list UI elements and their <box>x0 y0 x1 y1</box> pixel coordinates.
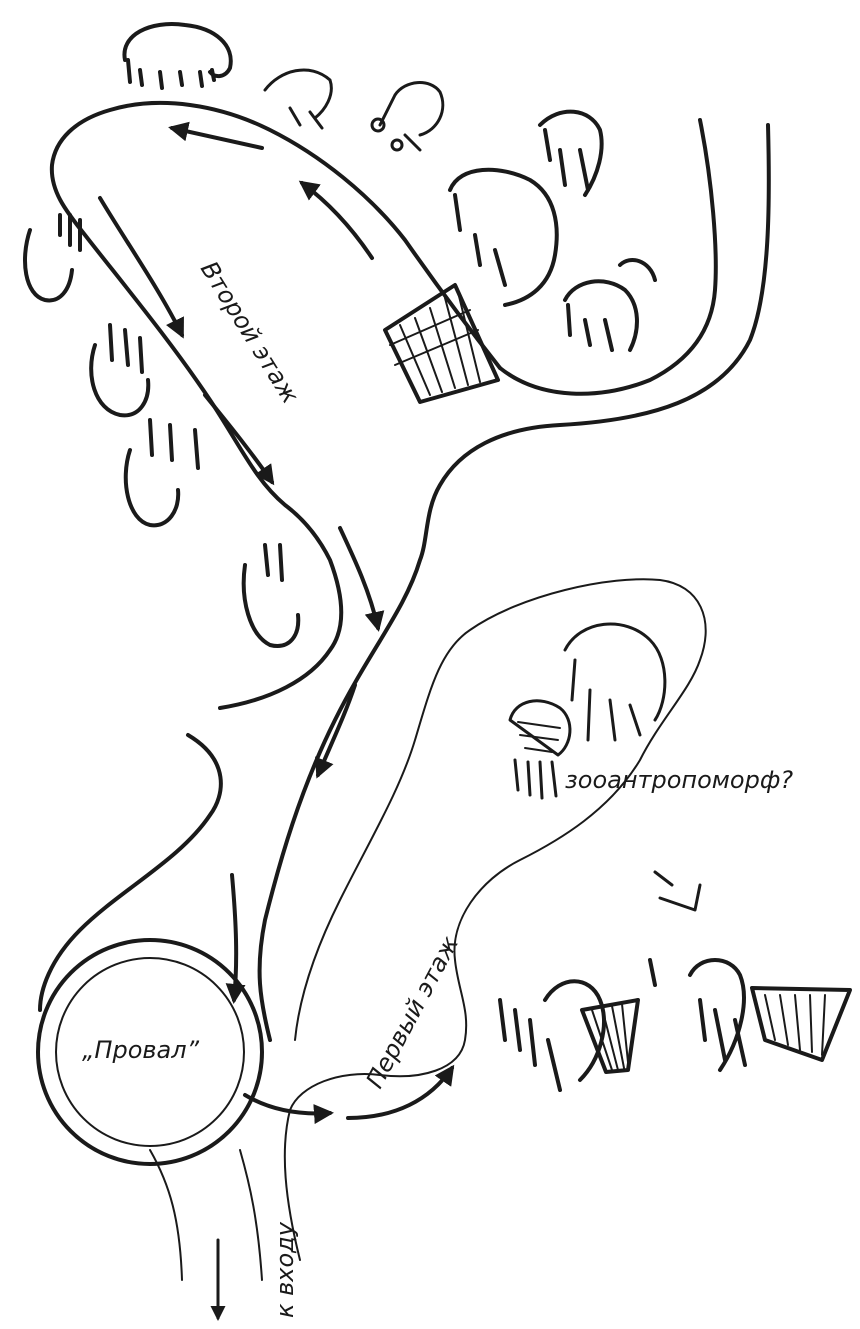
entrance-passage-line <box>240 1150 262 1280</box>
direction-arrow-icon <box>245 1095 330 1113</box>
lower-floor-label: Первый этаж <box>361 931 465 1093</box>
direction-arrow-icon <box>172 128 262 148</box>
horse-figure-icon <box>91 325 148 415</box>
trap-sign-icon <box>385 285 498 402</box>
shaft-descent-line <box>150 1150 182 1280</box>
mammoth-figure-icon <box>540 112 602 195</box>
mammoth-figure-icon <box>450 170 557 305</box>
to-entrance-label: к входу <box>271 1221 299 1318</box>
direction-arrow-icon <box>340 528 378 628</box>
horse-figure-icon <box>244 545 299 646</box>
ornament-figure-icon <box>372 83 443 150</box>
lower-floor-outline <box>285 579 706 1260</box>
zooanthropomorph-label: зооантропоморф? <box>565 766 793 794</box>
mammoth-figure-icon <box>565 260 655 350</box>
direction-arrow-icon <box>232 875 236 1000</box>
horse-figure-icon <box>650 960 745 1070</box>
horse-figure-icon <box>265 70 331 128</box>
direction-arrow-icon <box>205 395 272 482</box>
ornament-figure-icon <box>655 872 700 910</box>
mammoth-figure-icon <box>500 981 604 1090</box>
rhino-figure-icon <box>126 420 198 525</box>
mammoth-figure-icon <box>124 24 230 88</box>
direction-arrow-icon <box>318 685 355 775</box>
rhino-figure-icon <box>25 215 80 300</box>
trap-sign-icon <box>582 1000 638 1072</box>
shaft-label: „Провал” <box>82 1036 200 1064</box>
upper-floor-label: Второй этаж <box>195 256 305 408</box>
trap-sign-icon <box>752 988 850 1060</box>
route-arrows <box>100 128 452 1318</box>
upper-floor-outline <box>40 103 769 1040</box>
